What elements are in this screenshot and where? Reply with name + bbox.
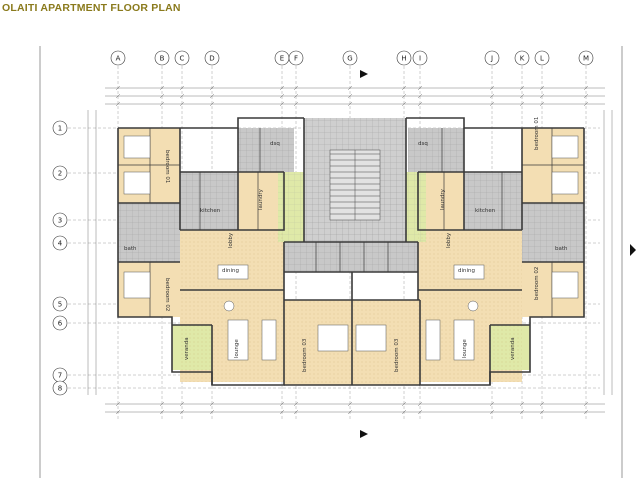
room-label-bedroom-03-right: bedroom 03 [394,338,400,372]
room-label-dsq-right: dsq [418,141,428,147]
room-label-bedroom-02-left: bedroom 02 [164,278,170,311]
svg-text:3: 3 [58,217,62,225]
room-label-veranda-left: veranda [184,337,190,360]
room-label-bedroom-01-left: bedroom 01 [164,150,170,183]
svg-text:F: F [294,55,298,63]
room-labels: bedroom 01 bedroom 02 bedroom 01 bedroom… [124,117,568,372]
grid-bubble-col-K: K [514,50,530,66]
svg-text:H: H [401,55,406,63]
grid-bubble-col-M: M [578,50,594,66]
svg-text:4: 4 [58,240,63,248]
room-label-lounge-left: lounge [234,339,240,358]
grid-bubble-col-D: D [204,50,220,66]
grid-bubble-row-2: 2 [52,165,68,181]
room-label-bedroom-03-left: bedroom 03 [302,338,308,372]
svg-text:I: I [419,55,421,63]
section-marker-right [630,244,636,256]
page-title: OLAITI APARTMENT FLOOR PLAN [2,2,181,14]
svg-text:2: 2 [58,170,62,178]
room-label-lounge-right: lounge [462,339,468,358]
grid-bubble-row-8: 8 [52,380,68,396]
room-label-bath-left: bath [124,246,137,252]
grid-bubble-row-4: 4 [52,235,68,251]
room-label-laundry-left: laundry [258,188,264,210]
section-marker-bottom [360,430,368,438]
grid-bubble-col-H: H [396,50,412,66]
svg-text:J: J [490,55,493,63]
section-marker-top [360,70,368,78]
grid-bubble-row-7: 7 [52,367,68,383]
grid-bubble-col-B: B [154,50,170,66]
dimension-lines [87,87,613,413]
svg-text:G: G [347,55,352,63]
grid-bubble-col-I: I [412,50,428,66]
room-label-dining-right: dining [458,268,475,274]
svg-text:7: 7 [58,372,62,380]
section-markers [360,70,636,438]
room-label-bedroom-01-right: bedroom 01 [534,117,540,150]
svg-text:L: L [540,55,544,63]
svg-text:8: 8 [58,385,62,393]
grid-bubble-row-1: 1 [52,120,68,136]
room-label-kitchen-right: kitchen [475,208,496,214]
grid-bubble-row-3: 3 [52,212,68,228]
furniture [123,135,579,361]
svg-text:A: A [116,55,121,63]
grid-bubble-col-J: J [484,50,500,66]
svg-text:K: K [520,55,525,63]
grid-bubble-col-A: A [110,50,126,66]
walls [117,117,585,386]
grid-bubble-row-5: 5 [52,296,68,312]
svg-text:6: 6 [58,320,63,328]
svg-text:C: C [180,55,185,63]
room-label-lobby-right: lobby [446,232,452,248]
svg-text:5: 5 [58,301,62,309]
room-label-dining-left: dining [222,268,239,274]
grid-bubble-col-L: L [534,50,550,66]
room-label-bath-right: bath [555,246,568,252]
svg-text:1: 1 [58,125,62,133]
room-label-kitchen-left: kitchen [200,208,221,214]
room-label-laundry-right: laundry [440,188,446,210]
svg-text:E: E [280,55,284,63]
row-grid-bubbles: 1 2 3 4 5 6 7 8 [52,120,68,396]
room-label-lobby-left: lobby [228,232,234,248]
grid-bubble-col-C: C [174,50,190,66]
room-label-veranda-right: veranda [510,337,516,360]
column-grid-bubbles: A B C D E F G H I J K L M [110,50,594,66]
room-label-dsq-left: dsq [270,141,280,147]
svg-text:M: M [583,55,589,63]
grid-bubble-row-6: 6 [52,315,68,331]
staircase [329,149,381,221]
svg-text:B: B [160,55,165,63]
grid-bubble-col-E: E [274,50,290,66]
grid-bubble-col-G: G [342,50,358,66]
grid-bubble-col-F: F [288,50,304,66]
room-label-bedroom-02-right: bedroom 02 [534,267,540,300]
svg-text:D: D [209,55,214,63]
